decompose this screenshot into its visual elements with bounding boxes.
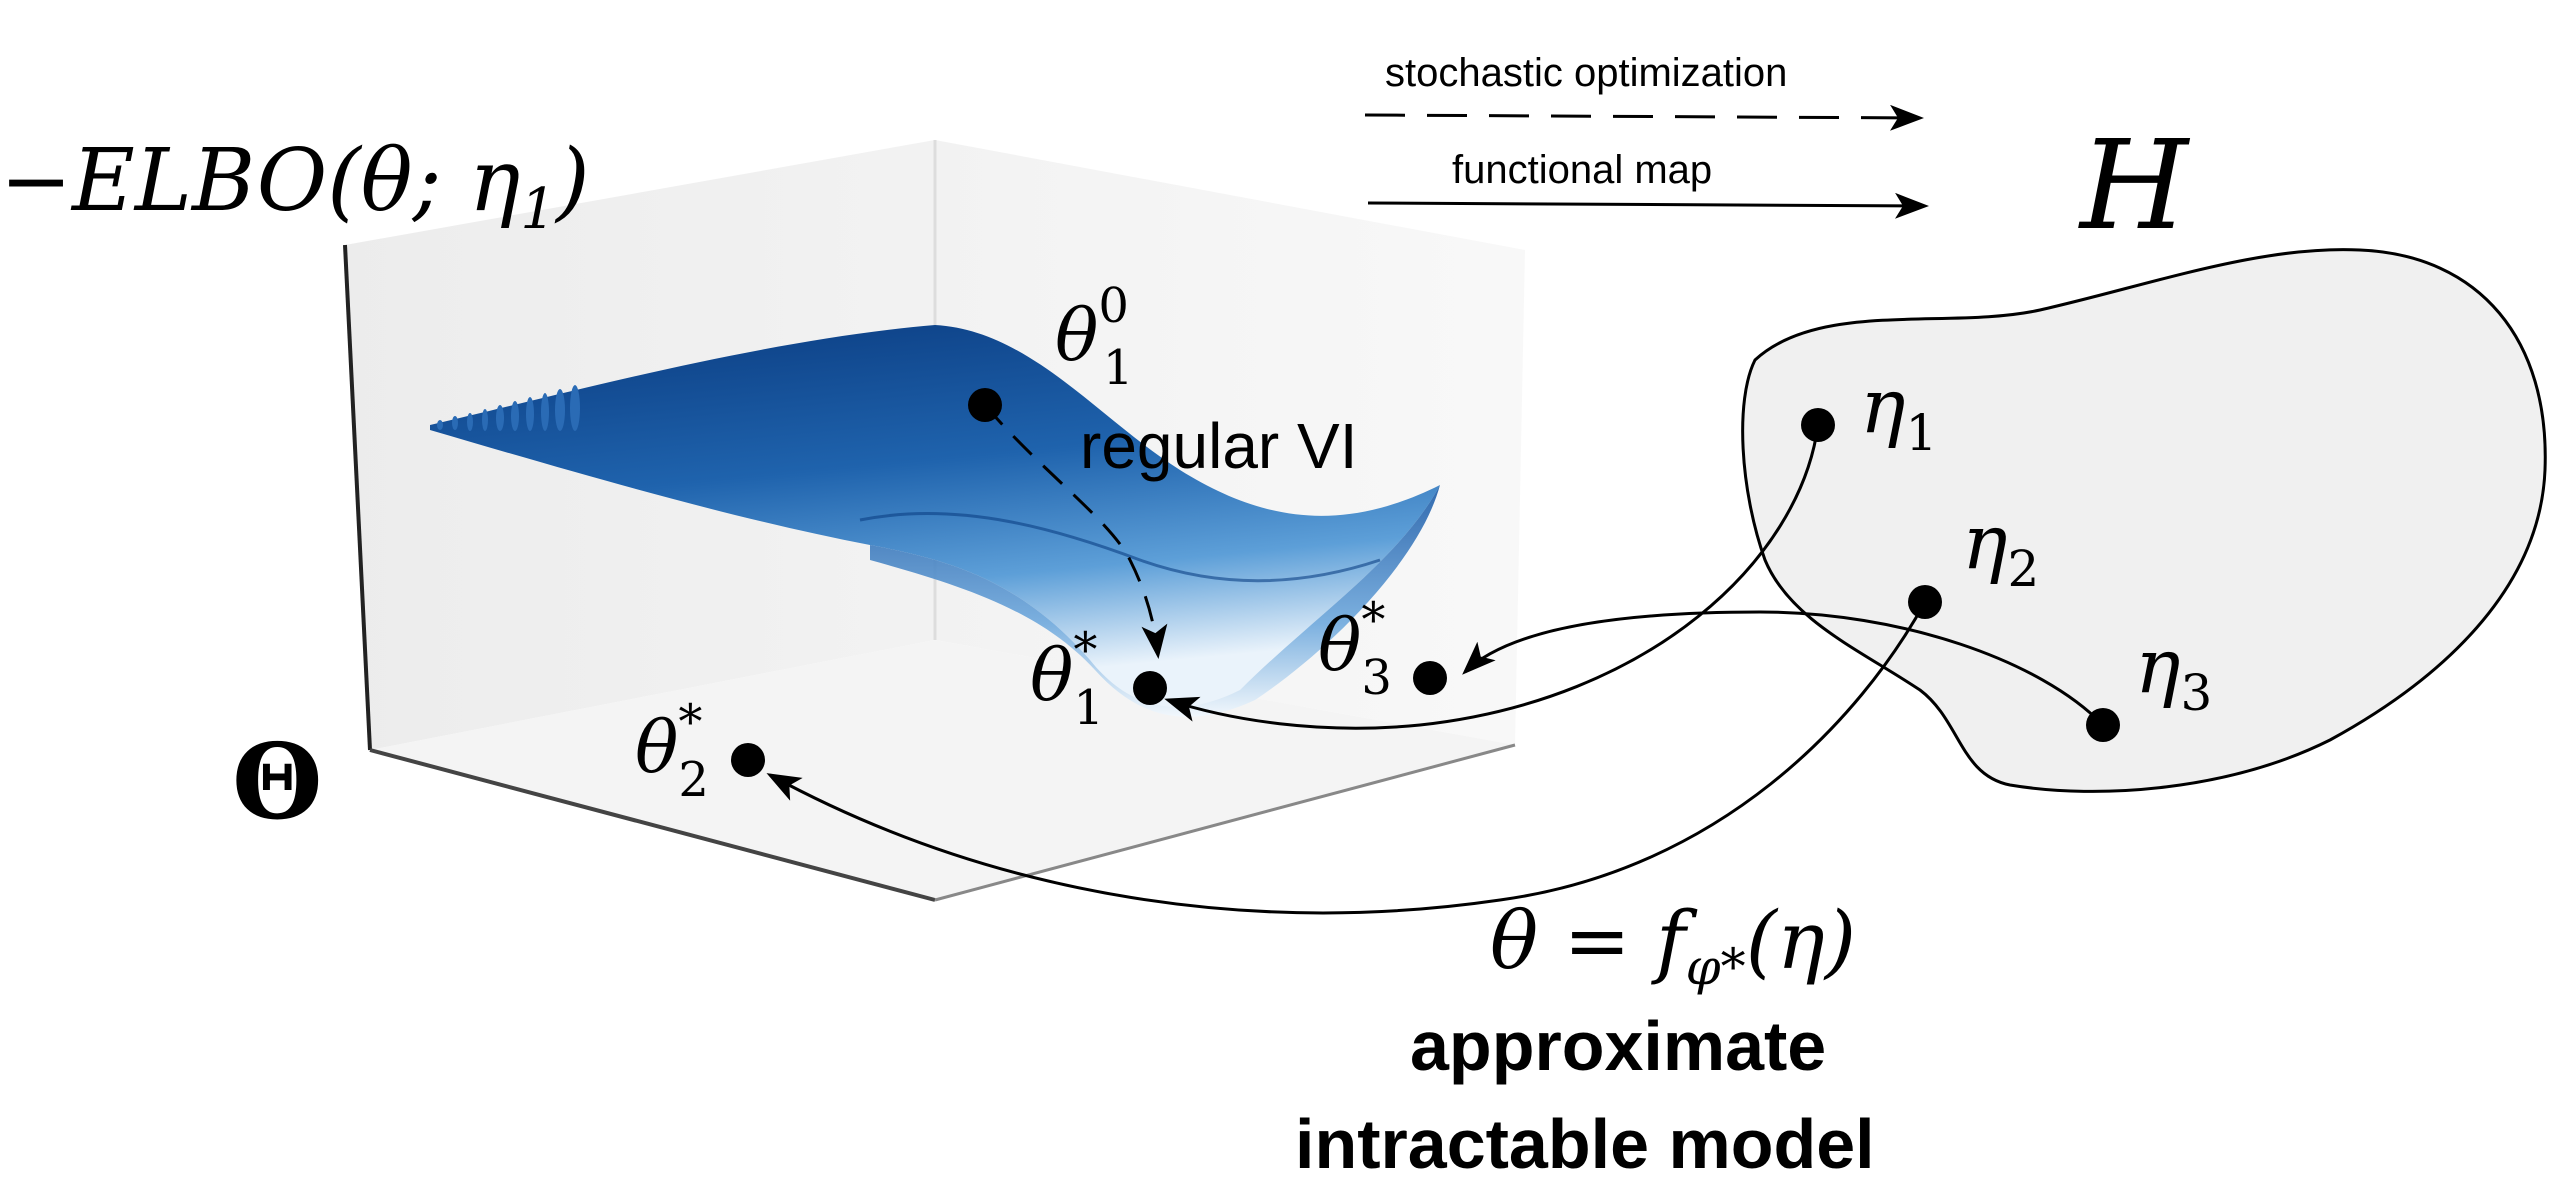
point-theta1-star [1133, 671, 1167, 705]
surface-fold-line [859, 512, 1381, 583]
loss-surface [430, 325, 1440, 717]
map-arrow-eta3-to-theta3 [1462, 610, 2105, 727]
box-vertical-axis [343, 244, 372, 751]
loss-axis-title-main: −ELBO(θ; η [0, 131, 520, 231]
label-eta3: η3 [2135, 621, 2212, 722]
point-theta3-star [1413, 661, 1447, 695]
label-theta3-star: θ*3 [1318, 592, 1392, 706]
surface-upper-sheet [430, 325, 1440, 707]
legend-solid-arrow [1367, 192, 1929, 219]
label-theta1-star: θ*1 [1030, 622, 1104, 736]
point-eta2 [1908, 585, 1942, 619]
loss-axis-title-sub: 1 [520, 177, 556, 242]
map-arrow-eta2-to-theta2 [766, 601, 1927, 915]
label-eta2: η2 [1962, 497, 2039, 598]
box-front-edge-left [369, 748, 936, 902]
caption-line1: approximate [1410, 1007, 1826, 1085]
point-eta3 [2086, 708, 2120, 742]
box-front-edge-right [934, 743, 1516, 902]
point-theta2-star [731, 743, 765, 777]
regular-vi-label: regular VI [1080, 410, 1357, 482]
surface-lower-sheet [870, 485, 1440, 717]
regular-vi-dashed-path [983, 404, 1168, 659]
label-eta1: η1 [1860, 361, 1937, 462]
legend-dashed-arrow [1364, 104, 1924, 131]
hypothesis-space-label: H [2078, 114, 2191, 258]
caption-line2: intractable model [1295, 1105, 1875, 1183]
legend-dashed-label: stochastic optimization [1385, 51, 1787, 95]
parameter-space-label: Θ [232, 720, 323, 843]
label-theta2-star: θ*2 [635, 694, 709, 808]
map-formula: θ = fφ*(η) [1490, 894, 1856, 996]
surface-ripple-fringe [437, 385, 580, 431]
loss-axis-title: −ELBO(θ; η1) [0, 131, 590, 242]
legend-solid-label: functional map [1452, 148, 1712, 192]
loss-axis-title-close: ) [554, 131, 590, 231]
hypothesis-space-blob [1741, 248, 2547, 793]
map-arrow-eta1-to-theta1 [1164, 424, 1820, 730]
point-theta1-0 [968, 388, 1002, 422]
point-eta1 [1801, 408, 1835, 442]
